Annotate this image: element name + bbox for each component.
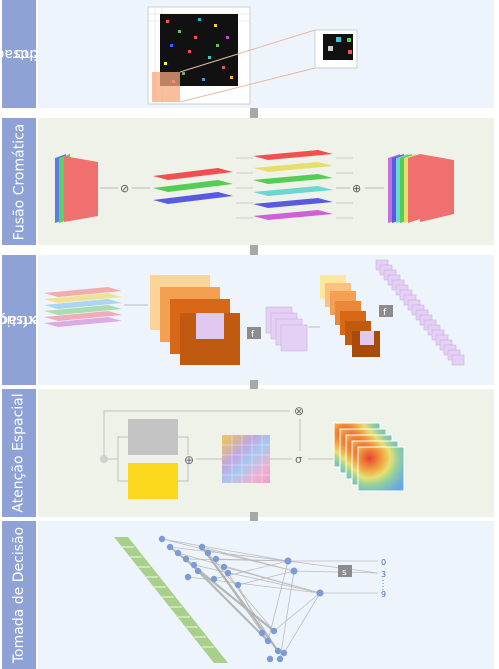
stage-label-spatial-attention: Atenção Espacial — [2, 389, 36, 517]
data-input-diagram — [147, 6, 358, 105]
max-pool-map — [128, 463, 178, 499]
stage-data-input: Entrada deDados — [0, 0, 499, 108]
stage-label-data-input: Entrada deDados — [0, 0, 57, 108]
softmax-box — [338, 565, 352, 577]
input-image-pixels — [164, 18, 233, 83]
stage-label-line1: Atenção Espacial — [11, 393, 28, 513]
stage-label-decision: Tomada de Decisão — [2, 521, 36, 669]
sigma-symbol: σ — [295, 453, 302, 466]
stage-label-line1: Fusão Cromática — [11, 123, 27, 240]
panel-decision: s 0 3 9 — [38, 521, 494, 669]
output-label-0: 0 — [381, 558, 386, 567]
stage-decision: Tomada de Decisão — [0, 521, 499, 669]
stage-feature-extraction: Extração deCaracterísticas f — [0, 255, 499, 385]
f-box-2: f — [383, 308, 387, 318]
fused-input-stack — [44, 287, 122, 327]
f-box-1: f — [251, 330, 255, 340]
stage-label-feature-extraction: Extração deCaracterísticas — [0, 255, 87, 385]
attention-kernel — [222, 435, 270, 483]
conv-block-large — [150, 275, 240, 365]
feature-extraction-diagram: f f — [44, 259, 465, 366]
output-label-9: 9 — [381, 590, 386, 599]
attention-maps — [333, 422, 405, 492]
conv-block-small — [320, 275, 380, 357]
color-fusion-diagram: ⊘ — [55, 150, 454, 223]
stage-color-fusion: Fusão Cromática ⊘ — [0, 118, 499, 245]
stage-label-line1: Tomada de Decisão — [11, 526, 27, 664]
flattened-features — [375, 259, 465, 366]
stage-label-color-fusion: Fusão Cromática — [2, 118, 36, 245]
plus-symbol: ⊕ — [352, 182, 361, 195]
input-vector — [114, 537, 228, 663]
split-planes — [153, 168, 233, 204]
panel-spatial-attention: ⊕ ⊗ — [38, 389, 494, 517]
avg-pool-map — [128, 419, 178, 455]
spatial-attention-diagram: ⊕ ⊗ — [100, 404, 405, 499]
stage-spatial-attention: Atenção Espacial ⊕ — [0, 389, 499, 517]
times-symbol: ⊗ — [294, 404, 304, 418]
network-nodes — [158, 535, 324, 663]
input-channels — [55, 154, 98, 223]
pool-maps — [265, 306, 308, 352]
highlight-region — [152, 72, 180, 102]
panel-color-fusion: ⊘ — [38, 118, 494, 245]
divide-symbol: ⊘ — [120, 182, 129, 195]
output-label-3: 3 — [381, 570, 386, 579]
panel-feature-extraction: f f — [38, 255, 494, 385]
softmax-label: s — [342, 568, 347, 578]
output-channels — [388, 154, 454, 223]
plus-symbol: ⊕ — [184, 453, 194, 467]
input-node — [100, 455, 108, 463]
panel-data-input — [38, 0, 494, 108]
decision-diagram: s 0 3 9 — [114, 535, 386, 663]
combined-planes — [253, 150, 333, 220]
